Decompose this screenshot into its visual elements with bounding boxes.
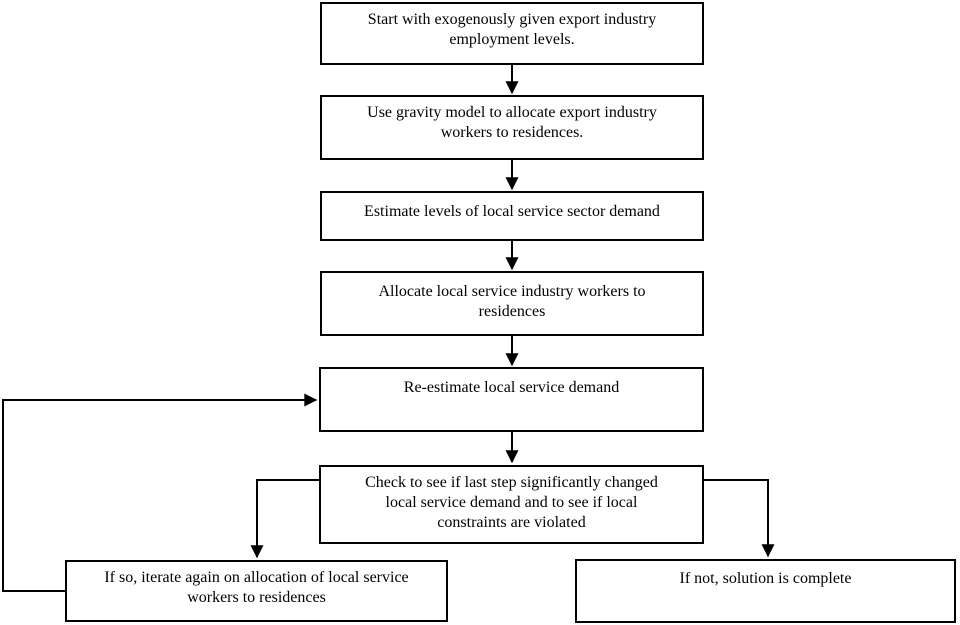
node-reestimate-demand-label: Re-estimate local service demand <box>403 379 620 396</box>
node-iterate-again-label: If so, iterate again on allocation of lo… <box>104 569 409 606</box>
node-gravity-model: Use gravity model to allocate export ind… <box>320 95 704 160</box>
node-check-convergence: Check to see if last step significantly … <box>319 465 704 544</box>
node-estimate-demand: Estimate levels of local service sector … <box>320 191 704 241</box>
arrow-check-to-iterate <box>250 479 319 559</box>
node-check-convergence-label: Check to see if last step significantly … <box>365 474 658 531</box>
node-iterate-again: If so, iterate again on allocation of lo… <box>65 560 448 622</box>
node-solution-complete: If not, solution is complete <box>575 559 956 623</box>
node-gravity-model-label: Use gravity model to allocate export ind… <box>367 104 657 141</box>
arrow-check-to-complete <box>704 479 775 558</box>
node-estimate-demand-label: Estimate levels of local service sector … <box>364 203 660 220</box>
node-reestimate-demand: Re-estimate local service demand <box>319 367 704 432</box>
node-allocate-workers-label: Allocate local service industry workers … <box>378 283 646 320</box>
node-allocate-workers: Allocate local service industry workers … <box>320 271 704 336</box>
node-start: Start with exogenously given export indu… <box>320 2 704 65</box>
arrow-iterate-feedback-to-reestimate <box>2 393 318 592</box>
node-solution-complete-label: If not, solution is complete <box>679 570 852 587</box>
node-start-label: Start with exogenously given export indu… <box>367 11 657 48</box>
